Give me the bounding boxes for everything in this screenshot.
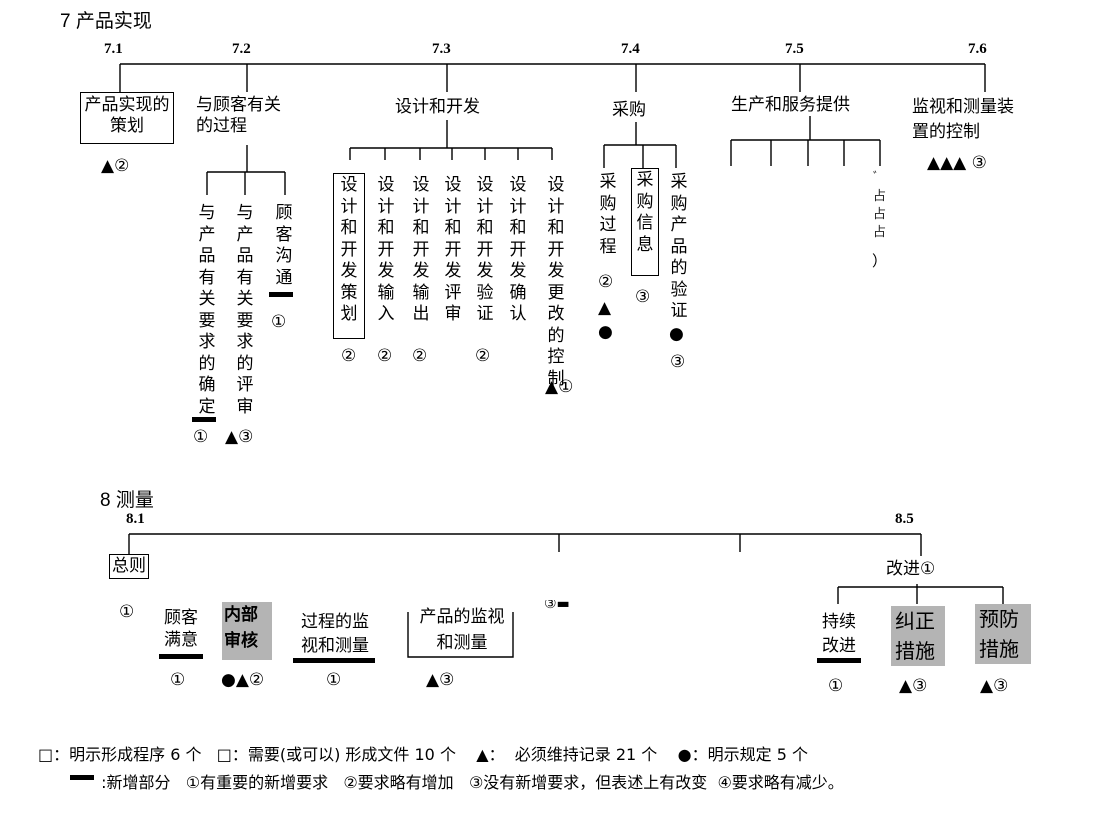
node-7-2-3: 顾客沟通 <box>275 203 293 288</box>
node-8-5: 改进① <box>886 559 936 579</box>
node-7-3-2: 设计和开发输入 <box>377 175 395 324</box>
node-7-5: 生产和服务提供 <box>731 95 850 115</box>
node-7-4-1: 采购过程 <box>599 172 617 257</box>
subsection-number: 7.3 <box>432 41 451 57</box>
node-8-2-4-marks: ▲③ <box>426 670 455 690</box>
node-7-2-3-marks: ① <box>271 312 287 332</box>
node-7-1-marks: ▲② <box>101 156 130 176</box>
node-8-5-2: 纠正措施 <box>891 606 945 666</box>
node-7-4-3-marks-2: ③ <box>670 352 686 372</box>
node-7-3-5-marks: ② <box>475 346 491 366</box>
node-8-1: 总则 <box>109 554 149 579</box>
node-8-2-3-marks: ① <box>326 670 342 690</box>
legend-new-part-bar <box>70 775 94 780</box>
subsection-number: 7.2 <box>232 41 251 57</box>
new-part-bar <box>293 658 375 663</box>
node-7-3-3-marks: ② <box>412 346 428 366</box>
node-8-5-1: 持续改进 <box>822 612 856 656</box>
node-8-2-2: 内部审核 <box>222 602 272 660</box>
node-7-5-fragment-2: ） <box>872 252 888 270</box>
node-7-2-1: 与产品有关要求的确定 <box>198 203 216 417</box>
legend-line-2: :新增部分 ①有重要的新增要求 ②要求略有增加 ③没有新增要求，但表述上有改变 … <box>96 773 844 792</box>
node-8-5-3: 预防措施 <box>975 604 1031 664</box>
node-7-4-2: 采购信息 <box>631 168 659 276</box>
node-7-2-2-marks: ▲③ <box>225 427 254 447</box>
subsection-number: 7.5 <box>785 41 804 57</box>
node-7-4-1-marks-2: ▲ <box>598 298 612 318</box>
legend-line-1: □：明示形成程序 6 个 □：需要(或可以) 形成文件 10 个 ▲： 必须维持… <box>38 745 808 764</box>
node-7-3-7-marks: ▲① <box>545 377 574 397</box>
node-7-4: 采购 <box>612 100 646 120</box>
subsection-number: 8.5 <box>895 511 914 527</box>
node-7-1: 产品实现的策划 <box>80 92 174 144</box>
node-8-1-marks: ① <box>119 602 135 622</box>
node-7-5-fragment: ﾞ占占占 <box>873 171 887 240</box>
node-8-5-2-marks: ▲③ <box>899 676 928 696</box>
node-8-5-1-marks: ① <box>828 676 844 696</box>
node-7-3-2-marks: ② <box>377 346 393 366</box>
node-8-2-4: 产品的监视和测量 <box>419 607 505 653</box>
node-7-2-2: 与产品有关要求的评审 <box>236 203 254 417</box>
new-part-bar <box>192 417 216 422</box>
node-7-2-1-marks: ① <box>193 427 209 447</box>
node-7-4-3-marks: ● <box>669 324 684 344</box>
subsection-number: 7.4 <box>621 41 640 57</box>
subsection-number: 8.1 <box>126 511 145 527</box>
node-7-4-1-marks: ② <box>598 272 614 292</box>
node-7-2: 与顾客有关的过程 <box>196 95 281 136</box>
node-8-2-1: 顾客满意 <box>164 608 198 650</box>
node-8-2-2-marks: ●▲② <box>221 670 265 690</box>
node-7-3-6: 设计和开发确认 <box>509 175 527 324</box>
node-8-2-3: 过程的监视和测量 <box>301 612 369 656</box>
node-8-fragment: ③▬ <box>544 600 570 612</box>
new-part-bar <box>817 658 861 663</box>
node-7-4-1-marks-3: ● <box>598 322 613 342</box>
node-7-3-5: 设计和开发验证 <box>476 175 494 324</box>
node-7-3-1: 设计和开发策划 <box>333 173 365 339</box>
node-7-4-2-marks: ③ <box>635 287 651 307</box>
node-7-6-marks: ▲▲▲ ③ <box>927 153 987 173</box>
section-8-title: 8 测量 <box>100 490 154 511</box>
section-7-title: 7 产品实现 <box>60 11 152 32</box>
new-part-bar <box>269 292 293 297</box>
node-7-4-3: 采购产品的验证 <box>670 172 688 321</box>
new-part-bar <box>159 654 203 659</box>
node-8-5-3-marks: ▲③ <box>980 676 1009 696</box>
node-7-3: 设计和开发 <box>395 97 480 117</box>
node-7-6: 监视和测量装置的控制 <box>912 97 1014 142</box>
subsection-number: 7.6 <box>968 41 987 57</box>
node-7-3-1-marks: ② <box>341 346 357 366</box>
node-7-3-7: 设计和开发更改的控制 <box>547 175 565 389</box>
node-7-3-4: 设计和开发评审 <box>444 175 462 324</box>
node-7-3-3: 设计和开发输出 <box>412 175 430 324</box>
node-8-2-1-marks: ① <box>170 670 186 690</box>
subsection-number: 7.1 <box>104 41 123 57</box>
